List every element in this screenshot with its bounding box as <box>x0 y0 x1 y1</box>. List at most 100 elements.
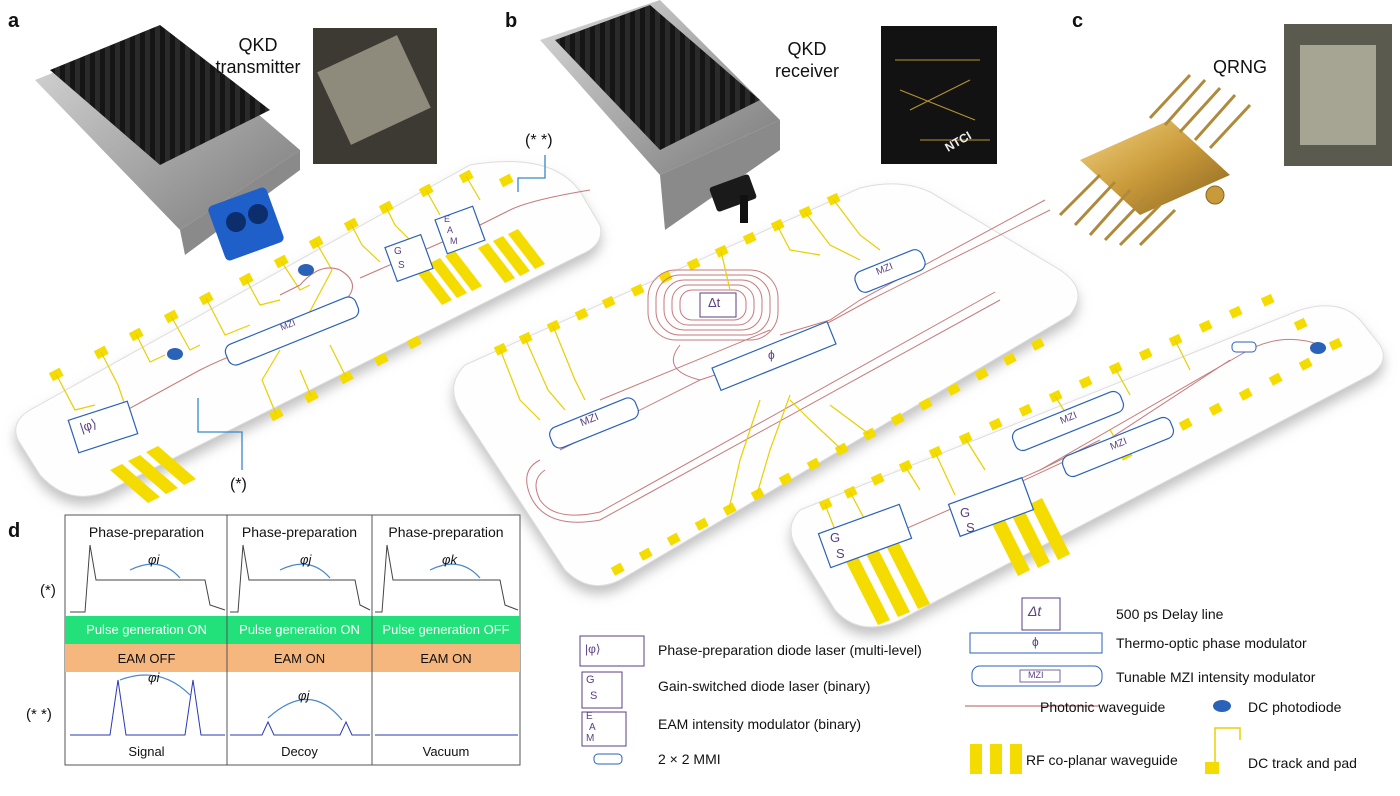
panel-letter-b: b <box>505 10 518 32</box>
col2-state: Decoy <box>281 744 318 759</box>
legend-mmi-text: 2 × 2 MMI <box>658 751 721 767</box>
chip-c-gs1-g: G <box>830 530 841 545</box>
phase-arrows <box>119 563 481 721</box>
legend-symbols <box>579 597 1241 774</box>
callout-double-star-line <box>517 155 546 192</box>
dc-tracks-b <box>499 198 881 510</box>
col3-pulse: Pulse generation OFF <box>382 622 510 637</box>
legend-rf-text: RF co-planar waveguide <box>1026 752 1178 768</box>
waveguide-a <box>89 189 591 431</box>
rf-waveguide-a-eam <box>478 229 545 283</box>
legend-eam-text: EAM intensity modulator (binary) <box>658 716 862 732</box>
chip-receiver <box>453 183 1079 587</box>
col1-state: Signal <box>128 744 165 759</box>
gs-laser-a <box>384 233 434 283</box>
chip-a-gs-g: G <box>394 246 402 257</box>
phase-laser-a <box>67 400 139 454</box>
mzi-a <box>224 296 360 366</box>
receiver-title-line1: QKD <box>787 39 827 59</box>
delay-box <box>699 292 737 318</box>
legend-phase-laser-glyph: |φ⟩ <box>585 642 601 656</box>
col1-eam: EAM OFF <box>117 651 176 666</box>
photodiode-a1 <box>167 348 183 360</box>
dc-pads-bottom-b <box>610 337 1045 576</box>
panel-letter-a: a <box>8 10 20 32</box>
receiver-module-photo <box>540 0 780 230</box>
chip-a-eam-m: M <box>450 236 458 246</box>
legend-rf-icon <box>970 744 1022 774</box>
legend-dc-track-text: DC track and pad <box>1248 755 1357 771</box>
chip-qrng <box>790 293 1384 628</box>
bottom-phase-1: φi <box>148 670 160 685</box>
col2-eam: EAM ON <box>273 651 326 666</box>
transmitter-chip-photo <box>313 28 437 164</box>
legend-eam-m: M <box>586 733 595 744</box>
receiver-title-line2: receiver <box>774 61 840 81</box>
col2-title: Phase-preparation <box>241 524 358 540</box>
legend-thermo-icon <box>969 632 1103 654</box>
legend-photodiode-icon <box>1213 700 1231 712</box>
callout-star-label: (*) <box>230 476 247 493</box>
chip-a-eam-e: E <box>444 214 451 224</box>
legend-mzi-text: Tunable MZI intensity modulator <box>1116 669 1316 685</box>
eam-a <box>434 205 486 255</box>
mzi-b2 <box>854 249 926 293</box>
qrng-title: QRNG <box>1213 57 1267 77</box>
pulse-traces <box>70 679 518 736</box>
col2-phase: φj <box>300 552 312 567</box>
gs-laser-c2 <box>947 476 1035 538</box>
mzi-c2 <box>1061 416 1175 478</box>
transmitter-title-line2: transmitter <box>215 57 301 77</box>
dc-tracks-c <box>824 339 1191 531</box>
panel-d-row-label-top: (*) <box>40 582 56 599</box>
legend-mzi-glyph: MZI <box>1028 670 1044 680</box>
col3-state: Vacuum <box>422 744 470 759</box>
callout-star-line <box>197 398 243 470</box>
legend-thermo-text: Thermo-optic phase modulator <box>1116 635 1307 651</box>
phase-prep-traces <box>70 544 519 613</box>
photodiode-a2 <box>298 264 314 276</box>
rf-waveguide-a-gs <box>415 251 482 305</box>
legend-mmi-icon <box>593 753 623 765</box>
chip-b-delay-label: Δt <box>708 295 721 310</box>
legend-gs-s: S <box>590 690 598 702</box>
qrng-module-photo <box>1058 73 1252 247</box>
rf-waveguide-a-laser <box>110 446 196 503</box>
legend-waveguide-text: Photonic waveguide <box>1040 699 1166 715</box>
transmitter-module-photo <box>35 25 300 261</box>
chip-c-gs1-s: S <box>836 546 845 561</box>
dc-pads-bottom-a <box>268 335 422 422</box>
bottom-phase-2: φj <box>298 688 310 703</box>
transmitter-title-line1: QKD <box>238 35 278 55</box>
thermo-phase-b <box>711 320 837 392</box>
legend-gs-laser-text: Gain-switched diode laser (binary) <box>658 678 871 694</box>
panel-d-row-label-bottom: (* *) <box>26 706 52 723</box>
rf-waveguide-c2 <box>990 498 1070 576</box>
col1-phase: φi <box>148 552 160 567</box>
photodiode-c <box>1310 342 1326 354</box>
qrng-chip-photo <box>1284 24 1392 166</box>
col1-title: Phase-preparation <box>88 524 205 540</box>
legend-gs-laser-icon <box>581 671 623 709</box>
chip-a-eam-a: A <box>447 225 454 235</box>
legend-eam-e: E <box>586 711 593 722</box>
legend-delay-glyph: Δt <box>1028 603 1042 619</box>
eam-bar <box>65 644 520 672</box>
mzi-b1 <box>549 397 639 449</box>
legend-dc-track-icon <box>1214 727 1241 762</box>
legend-photodiode-text: DC photodiode <box>1248 699 1342 715</box>
col3-title: Phase-preparation <box>388 524 504 540</box>
panel-d-frame <box>64 514 521 766</box>
panel-letter-d: d <box>8 520 21 542</box>
gs-laser-c1 <box>817 503 913 569</box>
receiver-chip-photo: NTCI <box>881 26 997 164</box>
legend-delay-text: 500 ps Delay line <box>1116 606 1224 622</box>
pulse-generation-bar <box>65 616 520 644</box>
chip-b-phi-label: ϕ <box>768 348 775 362</box>
rf-waveguide-c1 <box>840 529 930 625</box>
col3-eam: EAM ON <box>420 651 472 666</box>
chip-c-gs2-s: S <box>966 520 975 535</box>
delay-spiral <box>647 269 779 341</box>
legend-gs-g: G <box>586 674 595 686</box>
